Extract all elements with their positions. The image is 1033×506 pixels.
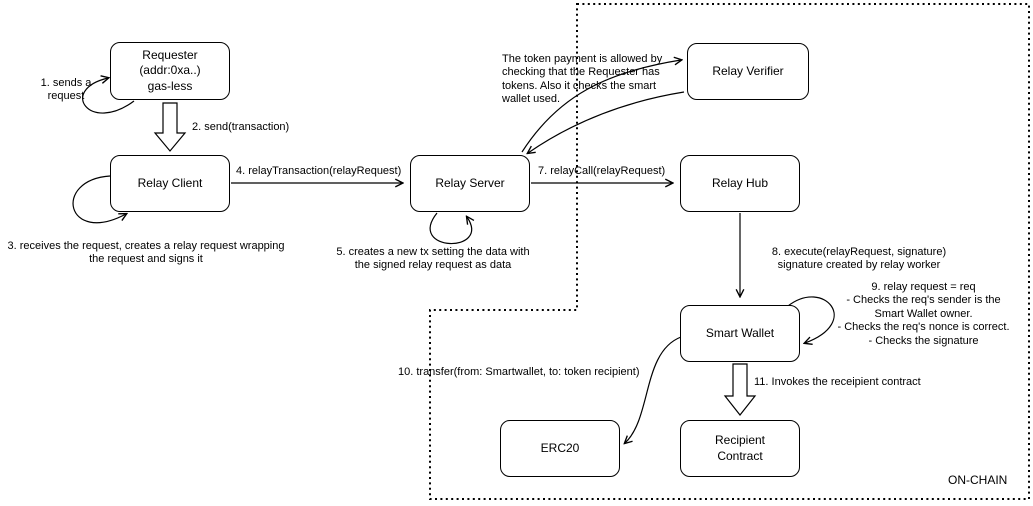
node-requester: Requester (addr:0xa..) gas-less: [110, 42, 230, 100]
node-relay-server-label: Relay Server: [435, 175, 505, 190]
annotation-step7: 7. relayCall(relayRequest): [538, 165, 666, 177]
node-requester-label: Requester (addr:0xa..) gas-less: [139, 47, 201, 93]
on-chain-region-border: [429, 3, 1030, 500]
node-erc20-label: ERC20: [540, 440, 580, 455]
annotation-step5: 5. creates a new tx setting the data wit…: [336, 246, 530, 272]
flow-arrow-verifier-to-server: [528, 91, 685, 153]
node-relay-hub-label: Relay Hub: [711, 175, 769, 190]
flow-block-arrow-step2: [153, 102, 187, 152]
flow-arrow-step5: [429, 212, 471, 245]
annotation-verifier-note: The token payment is allowed by checking…: [502, 53, 663, 106]
annotation-step8: 8. execute(relayRequest, signature) sign…: [771, 246, 947, 272]
node-relay-client-label: Relay Client: [137, 175, 203, 190]
annotation-step9: 9. relay request = req - Checks the req'…: [837, 281, 1010, 347]
node-relay-verifier: Relay Verifier: [687, 43, 809, 100]
node-relay-verifier-label: Relay Verifier: [712, 63, 784, 78]
annotation-step10: 10. transfer(from: Smartwallet, to: toke…: [398, 366, 640, 378]
node-recipient-contract: Recipient Contract: [680, 420, 800, 477]
flow-block-arrow-step11: [723, 363, 757, 416]
node-smart-wallet-label: Smart Wallet: [705, 325, 775, 340]
annotation-step4: 4. relayTransaction(relayRequest): [236, 165, 402, 177]
flow-arrow-step10: [625, 336, 682, 443]
node-erc20: ERC20: [500, 420, 620, 477]
flow-arrow-step9: [787, 296, 835, 343]
annotation-step11: 11. Invokes the receipient contract: [754, 376, 921, 388]
node-relay-client: Relay Client: [110, 155, 230, 212]
on-chain-region-label: ON-CHAIN: [948, 473, 1008, 487]
annotation-step3: 3. receives the request, creates a relay…: [7, 240, 285, 266]
flow-arrow-step3: [72, 175, 126, 224]
node-smart-wallet: Smart Wallet: [680, 305, 800, 362]
node-recipient-contract-label: Recipient Contract: [714, 432, 766, 463]
annotation-step2: 2. send(transaction): [192, 121, 290, 133]
node-relay-server: Relay Server: [410, 155, 530, 212]
flow-arrow-server-to-verifier: [521, 60, 681, 153]
flow-arrow-step1: [82, 78, 135, 114]
node-relay-hub: Relay Hub: [680, 155, 800, 212]
annotation-step1: 1. sends a request: [40, 77, 92, 103]
